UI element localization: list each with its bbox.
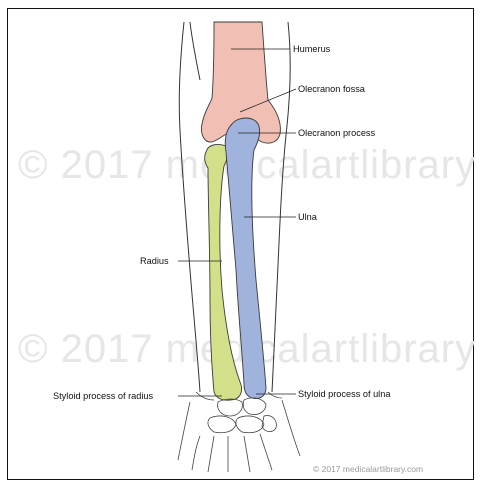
label-humerus: Humerus: [293, 44, 331, 54]
label-olecranon-process: Olecranon process: [298, 128, 376, 138]
label-styloid-radius: Styloid process of radius: [53, 391, 153, 401]
label-radius: Radius: [140, 256, 169, 266]
label-styloid-ulna: Styloid process of ulna: [298, 389, 391, 399]
hand-bones-sketch: [178, 392, 300, 472]
label-olecranon-fossa: Olecranon fossa: [298, 84, 366, 94]
label-ulna: Ulna: [298, 212, 318, 222]
copyright-credit: © 2017 medicalartlibrary.com: [313, 464, 423, 474]
